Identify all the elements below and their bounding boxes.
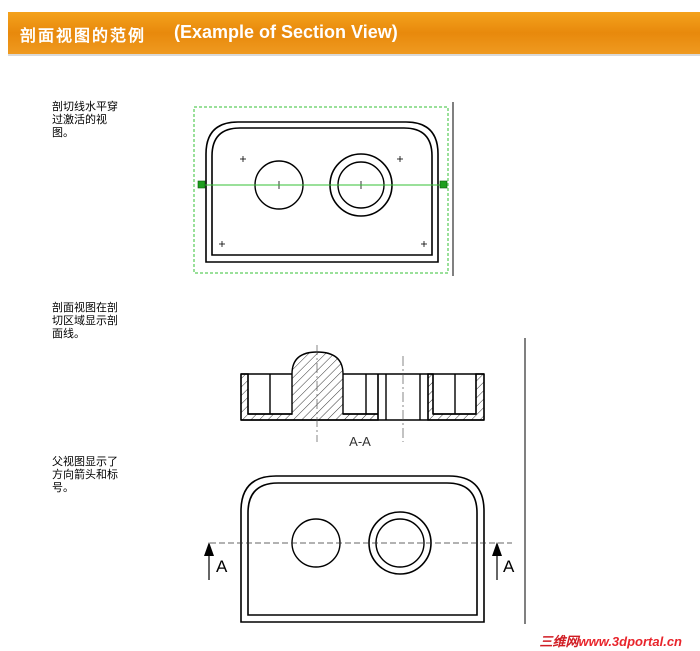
section-arrow-right[interactable]	[492, 542, 502, 580]
note-line: 剖切线水平穿	[52, 100, 118, 113]
section-outline	[240, 373, 485, 421]
note-line: 方向箭头和标	[52, 468, 118, 481]
section-centerlines	[316, 345, 404, 442]
header-title-english: (Example of Section View)	[174, 22, 398, 42]
note-line: 剖面视图在剖	[52, 301, 118, 314]
arrow-up-icon	[492, 542, 502, 556]
note-section-line: 剖切线水平穿 过激活的视 图。	[52, 100, 132, 139]
note-line: 面线。	[52, 327, 85, 340]
view-selection-box	[193, 106, 449, 274]
page-header: 剖面视图的范例 (Example of Section View)	[8, 12, 700, 54]
section-line-handle-right[interactable]	[439, 180, 448, 189]
section-view-label: A-A	[349, 434, 371, 449]
section-line-handle-left[interactable]	[197, 180, 206, 189]
section-arrow-left[interactable]	[204, 542, 214, 580]
plate-outline-outer	[205, 121, 439, 263]
note-line: 图。	[52, 126, 74, 139]
note-line: 号。	[52, 481, 74, 494]
section-hatch-regions	[240, 351, 485, 421]
parent-plate-outer	[240, 475, 485, 623]
note-line: 父视图显示了	[52, 455, 118, 468]
parent-plate-inner	[247, 482, 478, 616]
header-divider	[8, 54, 700, 56]
arrow-up-icon	[204, 542, 214, 556]
parent-view[interactable]: A A	[204, 475, 515, 623]
section-arrow-left-label: A	[216, 557, 228, 576]
active-view[interactable]	[193, 102, 454, 276]
section-arrow-right-label: A	[503, 557, 515, 576]
note-line: 切区域显示剖	[52, 314, 118, 327]
header-title-chinese: 剖面视图的范例	[20, 26, 147, 45]
note-section-hatch: 剖面视图在剖 切区域显示剖 面线。	[52, 301, 132, 340]
watermark: 三维网www.3dportal.cn	[539, 631, 682, 650]
note-parent-view: 父视图显示了 方向箭头和标 号。	[52, 455, 132, 494]
corner-marks	[219, 156, 427, 247]
section-view[interactable]: A-A	[240, 345, 485, 449]
watermark-url: www.3dportal.cn	[578, 634, 682, 649]
hatch-left	[240, 351, 379, 421]
plate-outline-inner	[211, 127, 433, 256]
note-line: 过激活的视	[52, 113, 107, 126]
watermark-logo: 三维网	[539, 634, 579, 649]
